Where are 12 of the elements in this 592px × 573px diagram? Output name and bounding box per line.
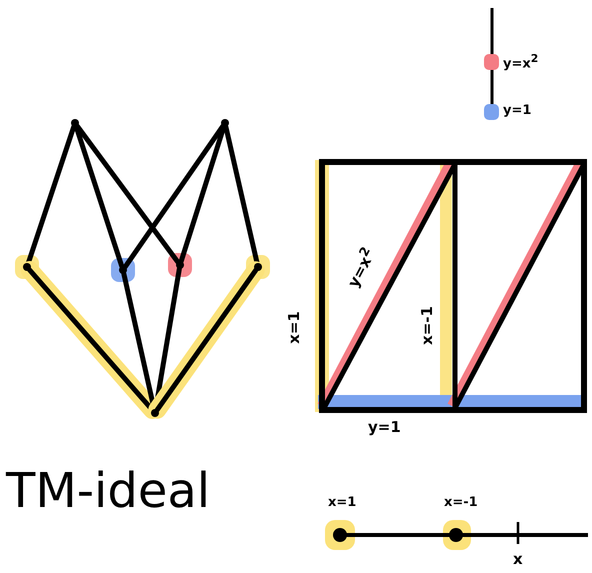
vertex-dot	[71, 119, 79, 127]
edge-line	[154, 268, 258, 412]
axis-label: x	[513, 552, 523, 567]
legend-label: y=x$^{2}$	[503, 54, 538, 70]
vertex-dot	[221, 119, 229, 127]
legend-label: y=1	[503, 104, 532, 117]
point-label: x=-1	[444, 496, 478, 509]
point-label: x=1	[328, 496, 356, 509]
title-text: TM-ideal	[4, 462, 212, 521]
line-label: y=1	[368, 420, 401, 435]
line-label: x=1	[286, 311, 302, 344]
line-label: x=-1	[420, 306, 435, 345]
